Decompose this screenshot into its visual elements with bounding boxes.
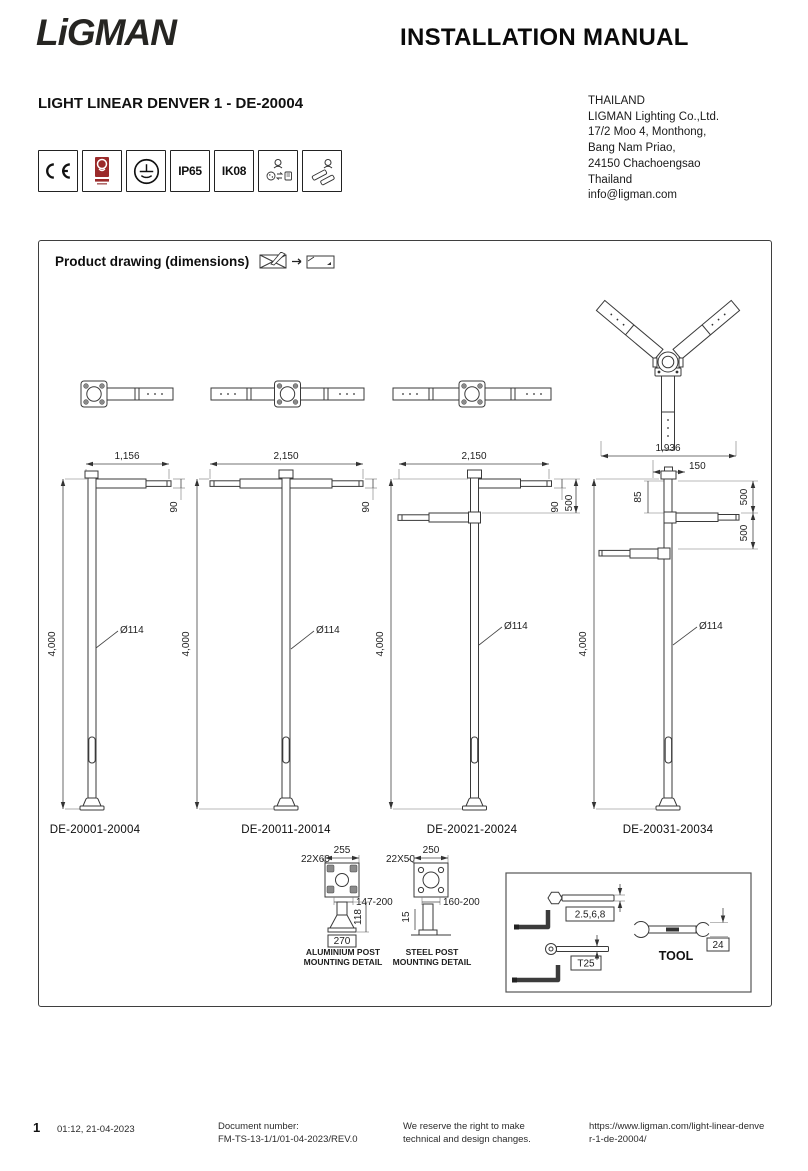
ip-rating-badge: IP65	[170, 150, 210, 192]
ik-rating-badge: IK08	[214, 150, 254, 192]
rights-line: technical and design changes.	[403, 1133, 531, 1145]
url-line: https://www.ligman.com/light-linear-denv…	[589, 1121, 765, 1132]
base-width: 270	[334, 936, 351, 947]
plate-width: 250	[423, 845, 440, 856]
footer-datetime: 01:12, 21-04-2023	[57, 1124, 135, 1135]
pole-drawing-3: 2,150 4,000 90 500 Ø114	[375, 451, 580, 836]
dim-spacing-1: 500	[739, 488, 750, 505]
model-label: DE-20031-20034	[623, 824, 714, 836]
certification-row: IP65 IK08	[38, 150, 342, 192]
model-label: DE-20021-20024	[427, 824, 518, 836]
dim-spacing-2: 500	[739, 524, 750, 541]
plate-height: 15	[401, 911, 412, 923]
address-line: Bang Nam Priao,	[588, 142, 676, 155]
tool-label: TOOL	[659, 949, 694, 963]
dim-diameter: Ø114	[120, 625, 144, 636]
plate-width: 255	[334, 845, 351, 856]
dim-cap-offset: 85	[633, 491, 644, 503]
dim-diameter: Ø114	[699, 621, 723, 632]
dim-arm-spacing: 500	[564, 494, 575, 511]
footer-rights: We reserve the right to make technical a…	[403, 1121, 531, 1146]
address-line: info@ligman.com	[588, 189, 678, 202]
dim-width: 1,156	[114, 451, 139, 462]
torx-size-label: T25	[577, 959, 595, 970]
earth-symbol-icon	[126, 150, 166, 192]
section-title: Product drawing (dimensions)	[55, 253, 250, 269]
dim-height: 4,000	[375, 631, 386, 656]
model-label: DE-20011-20014	[241, 824, 331, 836]
arrow-icon	[292, 258, 302, 265]
dim-diameter: Ø114	[504, 621, 528, 632]
address-line: Thailand	[588, 173, 633, 186]
model-label: DE-20001-20004	[50, 824, 141, 836]
address-line: 17/2 Moo 4, Monthong,	[588, 126, 707, 139]
ligman-logo: LiGMAN	[36, 12, 177, 53]
dim-width: 1,936	[655, 443, 680, 454]
dim-width: 2,150	[273, 451, 298, 462]
detail-label: MOUNTING DETAIL	[304, 957, 383, 967]
page-number: 1	[33, 1120, 41, 1135]
steel-mounting-detail: 22X50 250 160-200 15 STEEL POST MOUNTING…	[386, 845, 480, 967]
footer-url[interactable]: https://www.ligman.com/light-linear-denv…	[589, 1121, 764, 1146]
dim-arm-depth: 90	[169, 501, 180, 513]
bolt-range: 147-200	[356, 897, 393, 908]
company-address: THAILAND LIGMAN Lighting Co.,Ltd. 17/2 M…	[588, 94, 719, 204]
dim-arm-depth: 90	[550, 501, 561, 513]
top-view-pole-4	[595, 299, 741, 451]
dim-height: 4,000	[47, 631, 58, 656]
dim-height: 4,000	[181, 631, 192, 656]
dim-width: 2,150	[461, 451, 486, 462]
document-number-value: FM-TS-13-1/1/01-04-2023/REV.0	[218, 1133, 358, 1145]
pole-drawing-2: 2,150 4,000 90 Ø114 DE-20011-2001	[181, 451, 377, 836]
aluminium-mounting-detail: 22X60 255 147-200 118 270	[301, 845, 393, 967]
wrench-icon	[629, 908, 728, 938]
detail-label: MOUNTING DETAIL	[393, 957, 472, 967]
address-line: LIGMAN Lighting Co.,Ltd.	[588, 110, 720, 123]
installation-pictogram-icon	[258, 150, 298, 192]
dim-diameter: Ø114	[316, 625, 340, 636]
dimension-drawing-icon	[306, 255, 335, 269]
wrench-size-label: 24	[712, 940, 724, 951]
ip-rating: IP65	[178, 164, 202, 178]
address-line: 24150 Chachoengsao	[588, 157, 701, 170]
bolt-range: 160-200	[443, 897, 480, 908]
ce-mark-icon	[38, 150, 78, 192]
pole-drawing-1: 1,156 4,000 90 Ø114 DE-20001-20004	[47, 451, 185, 836]
bolt-size: 22X50	[386, 854, 415, 865]
document-number-label: Document number:	[218, 1121, 299, 1132]
dim-arm-depth: 90	[361, 501, 372, 513]
rights-line: We reserve the right to make	[403, 1121, 525, 1132]
address-line: THAILAND	[588, 95, 645, 107]
detail-label: ALUMINIUM POST	[306, 947, 381, 957]
no-scale-icons	[259, 252, 335, 269]
bolt-size: 22X60	[301, 854, 330, 865]
top-view-pole-1	[80, 380, 174, 408]
url-line: r-1-de-20004/	[589, 1133, 647, 1145]
handling-pictogram-icon	[302, 150, 342, 192]
top-view-pole-2	[210, 380, 365, 408]
dim-height: 4,000	[578, 631, 589, 656]
product-drawing-box: Product drawing (dimensions)	[38, 240, 772, 1007]
ik-rating: IK08	[221, 164, 247, 178]
tis-seal-icon	[82, 150, 122, 192]
detail-label: STEEL POST	[406, 947, 460, 957]
hex-sizes-label: 2.5,6,8	[575, 910, 606, 921]
footer-document: Document number: FM-TS-13-1/1/01-04-2023…	[218, 1121, 358, 1146]
hex-key-icon	[514, 884, 625, 930]
top-view-pole-3	[392, 380, 552, 408]
pole-drawing-4: 1,936 150 85	[578, 441, 758, 836]
product-title: LIGHT LINEAR DENVER 1 - DE-20004	[38, 95, 304, 112]
page-title: INSTALLATION MANUAL	[400, 24, 689, 51]
scaled-drawing-icon	[259, 252, 287, 269]
technical-drawing: 1,156 4,000 90 Ø114 DE-20001-20004	[47, 299, 758, 993]
torx-key-icon	[512, 935, 609, 983]
dim-arm-offset: 150	[689, 461, 706, 472]
base-height: 118	[353, 909, 364, 925]
tool-box: 2.5,6,8 T25	[505, 872, 752, 993]
